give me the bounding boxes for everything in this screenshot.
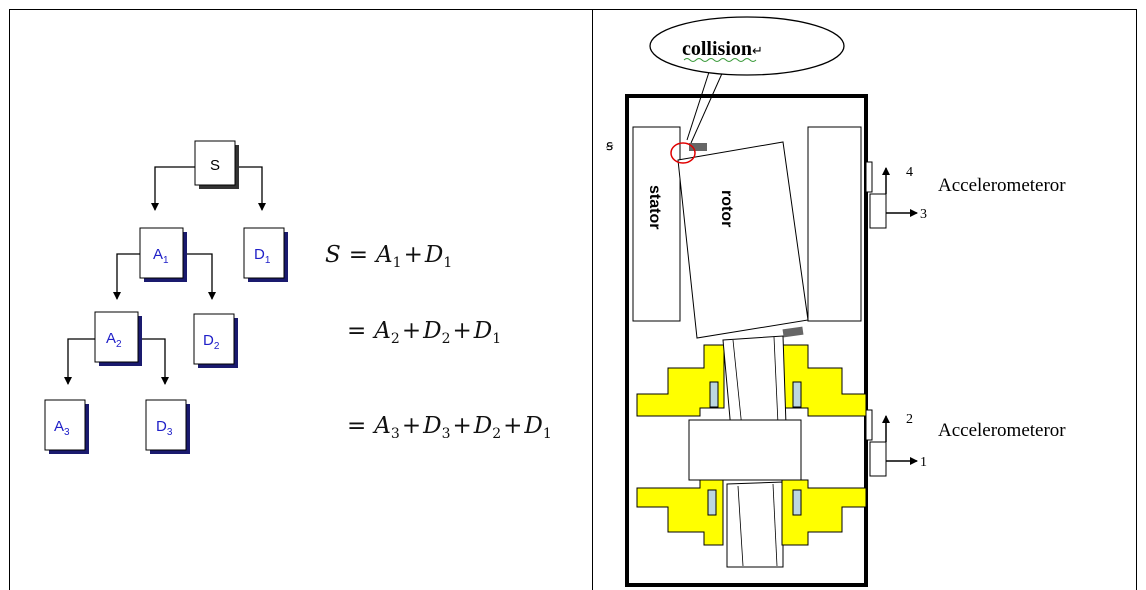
shaft [688, 335, 802, 568]
node-a2-sub: 2 [116, 339, 122, 350]
svg-text:collision↵: collision↵ [682, 38, 763, 60]
tree-connectors [64, 166, 266, 385]
node-a3-letter: A [54, 418, 64, 435]
collision-callout-mark: ↵ [752, 43, 763, 58]
lower-bearing [636, 479, 867, 546]
node-a3: A3 [44, 399, 89, 454]
decomposition-tree: S A1 D1 A2 D2 A3 [44, 140, 288, 454]
upper-bearing [636, 344, 867, 417]
stator-right [807, 126, 862, 322]
accelerometer-upper: 4 3 Accelerometeror [865, 161, 1066, 229]
rotor-label: rotor [718, 190, 735, 227]
svg-text:D2: D2 [203, 332, 220, 352]
accelerometer-lower: 2 1 Accelerometeror [865, 409, 1066, 477]
node-a2: A2 [94, 311, 142, 366]
node-s-label: S [210, 157, 220, 174]
node-d2-letter: D [203, 332, 214, 349]
svg-text:A2: A2 [106, 330, 122, 350]
node-d1-letter: D [254, 246, 265, 263]
node-d3: D3 [145, 399, 190, 454]
table-border [9, 9, 1137, 590]
axis-label-3: 3 [920, 207, 927, 222]
axis-label-4: 4 [906, 165, 913, 180]
stator-left [632, 126, 681, 322]
collision-contact-bottom [782, 326, 804, 338]
side-mark: ꞩ [606, 139, 614, 154]
svg-text:A3: A3 [54, 418, 70, 438]
axis-label-1: 1 [920, 455, 927, 470]
node-a1: A1 [139, 227, 187, 282]
equation-line-1: S=A1+D1 [325, 242, 452, 271]
node-d3-letter: D [156, 418, 167, 435]
motor-schematic: stator rotor ꞩ collision↵ 4 3 Accelerome… [606, 16, 1066, 587]
node-s: S [194, 140, 239, 189]
node-a1-letter: A [153, 246, 163, 263]
node-d2-sub: 2 [214, 341, 220, 352]
node-a3-sub: 3 [64, 427, 70, 438]
collision-callout: collision↵ [649, 16, 845, 144]
accelerometer-lower-label: Accelerometeror [938, 420, 1066, 441]
svg-text:D3: D3 [156, 418, 173, 438]
node-d2: D2 [193, 313, 238, 368]
collision-callout-text: collision [682, 38, 752, 60]
stator-label: stator [646, 185, 663, 229]
node-d1-sub: 1 [265, 255, 271, 266]
svg-text:A1: A1 [153, 246, 169, 266]
collision-contact-top [689, 143, 707, 151]
node-a1-sub: 1 [163, 255, 169, 266]
node-a2-letter: A [106, 330, 116, 347]
node-d3-sub: 3 [167, 427, 173, 438]
rotor [677, 141, 809, 339]
decomposition-equations: S=A1+D1 =A2+D2+D1 =A3+D3+D2+D1 [325, 242, 552, 442]
collision-marker [670, 142, 696, 164]
svg-text:D1: D1 [254, 246, 271, 266]
accelerometer-upper-label: Accelerometeror [938, 175, 1066, 196]
equation-line-3: =A3+D3+D2+D1 [347, 413, 552, 442]
node-d1: D1 [243, 227, 288, 282]
axis-label-2: 2 [906, 412, 913, 427]
equation-line-2: =A2+D2+D1 [347, 318, 501, 347]
